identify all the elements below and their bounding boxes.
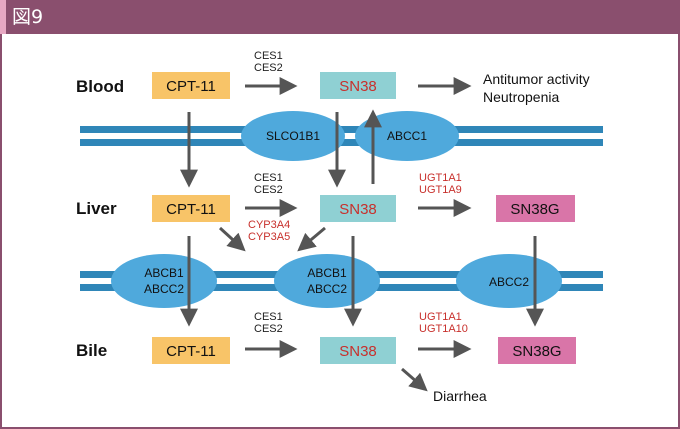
enzymes-liver-cyp: CYP3A4 CYP3A5 xyxy=(248,219,290,243)
transporter-abcb1-abcc2-left: ABCB1 ABCC2 xyxy=(111,254,217,308)
svg-text:CES1: CES1 xyxy=(254,172,283,184)
arrow-bile-sn38-to-diarrhea xyxy=(401,367,428,392)
box-bile-sn38g: SN38G xyxy=(498,337,576,364)
svg-text:CES2: CES2 xyxy=(254,62,283,74)
figure-header: 図9 xyxy=(0,0,680,34)
row-label-bile: Bile xyxy=(76,341,107,360)
svg-text:Antitumor activity: Antitumor activity xyxy=(483,71,590,87)
outcome-diarrhea: Diarrhea xyxy=(433,388,487,404)
svg-text:ABCC2: ABCC2 xyxy=(489,275,529,289)
box-blood-sn38: SN38 xyxy=(320,72,396,99)
transporter-slco1b1: SLCO1B1 xyxy=(241,111,345,161)
box-bile-sn38: SN38 xyxy=(320,337,396,364)
svg-text:CES1: CES1 xyxy=(254,50,283,62)
svg-text:SN38: SN38 xyxy=(339,343,377,360)
svg-text:CPT-11: CPT-11 xyxy=(166,78,216,95)
svg-text:ABCB1: ABCB1 xyxy=(307,266,347,280)
box-blood-cpt11: CPT-11 xyxy=(152,72,230,99)
svg-text:SN38G: SN38G xyxy=(512,343,561,360)
enzymes-bile-ugt: UGT1A1 UGT1A10 xyxy=(419,311,468,335)
transporter-abcc1: ABCC1 xyxy=(355,111,459,161)
svg-text:SN38: SN38 xyxy=(339,201,377,218)
enzymes-liver-ugt: UGT1A1 UGT1A9 xyxy=(419,172,462,196)
svg-text:ABCC2: ABCC2 xyxy=(144,282,184,296)
svg-text:SN38G: SN38G xyxy=(510,201,559,218)
svg-text:CES2: CES2 xyxy=(254,184,283,196)
figure-title: 図9 xyxy=(12,6,44,28)
svg-text:ABCC1: ABCC1 xyxy=(387,129,427,143)
svg-text:SN38: SN38 xyxy=(339,78,377,95)
box-liver-sn38g: SN38G xyxy=(496,195,575,222)
box-liver-sn38: SN38 xyxy=(320,195,396,222)
enzymes-blood-ces: CES1 CES2 xyxy=(254,50,283,74)
svg-text:CES2: CES2 xyxy=(254,323,283,335)
svg-text:ABCB1: ABCB1 xyxy=(144,266,184,280)
svg-text:CPT-11: CPT-11 xyxy=(166,343,216,360)
transporter-abcc2: ABCC2 xyxy=(456,254,562,308)
svg-text:CYP3A5: CYP3A5 xyxy=(248,231,290,243)
svg-text:UGT1A9: UGT1A9 xyxy=(419,184,462,196)
header-accent-bar xyxy=(0,0,6,34)
enzymes-liver-ces: CES1 CES2 xyxy=(254,172,283,196)
svg-text:Neutropenia: Neutropenia xyxy=(483,89,559,105)
svg-text:SLCO1B1: SLCO1B1 xyxy=(266,129,320,143)
row-label-liver: Liver xyxy=(76,199,117,218)
svg-text:CES1: CES1 xyxy=(254,311,283,323)
svg-text:UGT1A10: UGT1A10 xyxy=(419,323,468,335)
pathway-arrows xyxy=(180,77,544,392)
row-label-blood: Blood xyxy=(76,77,124,96)
enzymes-bile-ces: CES1 CES2 xyxy=(254,311,283,335)
box-bile-cpt11: CPT-11 xyxy=(152,337,230,364)
svg-text:UGT1A1: UGT1A1 xyxy=(419,311,462,323)
outcome-blood: Antitumor activity Neutropenia xyxy=(483,71,590,105)
transporter-abcb1-abcc2-mid: ABCB1 ABCC2 xyxy=(274,254,380,308)
svg-text:UGT1A1: UGT1A1 xyxy=(419,172,462,184)
arrow-cpt-to-cyp xyxy=(218,226,246,252)
arrow-sn38-to-cyp xyxy=(297,226,326,252)
svg-text:CPT-11: CPT-11 xyxy=(166,201,216,218)
svg-text:ABCC2: ABCC2 xyxy=(307,282,347,296)
svg-text:CYP3A4: CYP3A4 xyxy=(248,219,290,231)
box-liver-cpt11: CPT-11 xyxy=(152,195,230,222)
